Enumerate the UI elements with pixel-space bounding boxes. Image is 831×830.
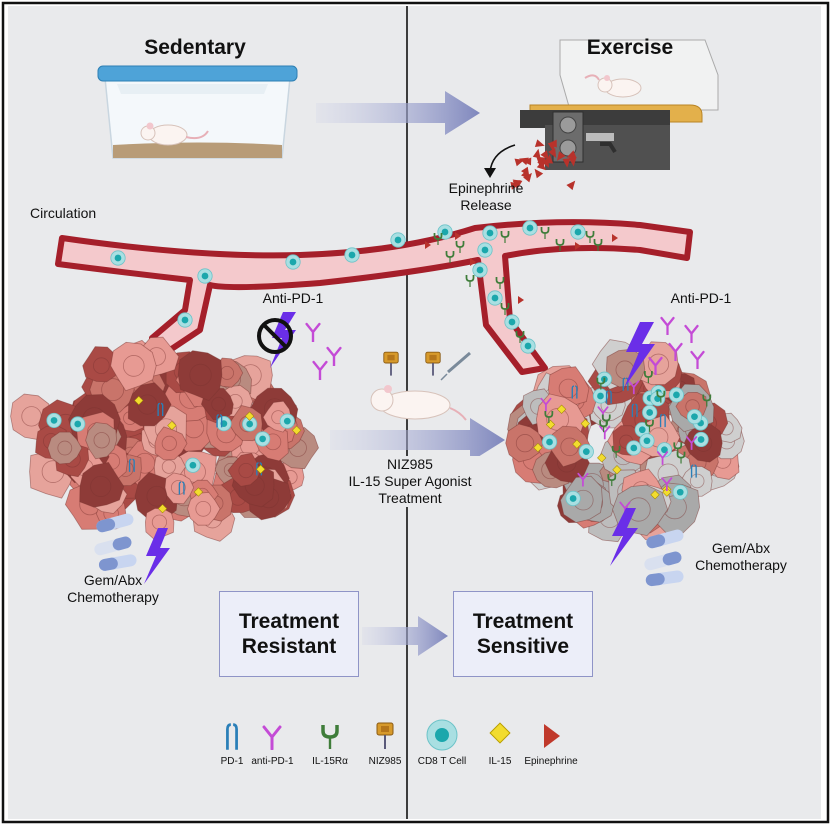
blood-vessel <box>55 219 693 375</box>
t-cell-icon <box>46 412 62 429</box>
treadmill-icon <box>520 39 719 170</box>
mouse-icon <box>140 122 209 146</box>
anti-pd1-label-right: Anti-PD-1 <box>670 290 732 306</box>
t-cell-icon <box>565 490 581 507</box>
treatment-sensitive-box: Treatment Sensitive <box>453 591 593 677</box>
treatment-resistant-label: Treatment Resistant <box>238 610 340 658</box>
chemo-pills-right-icon <box>610 508 684 587</box>
sedentary-title: Sedentary <box>144 36 246 59</box>
t-cell-icon <box>344 247 360 263</box>
legend-label-pd1: PD-1 <box>220 756 244 767</box>
t-cell-icon <box>197 268 213 284</box>
legend-label-il15: IL-15 <box>488 756 512 767</box>
chemo-label-left: Gem/Abx Chemotherapy <box>67 572 159 605</box>
t-cell-icon <box>693 431 709 448</box>
anti-pd1-label-left: Anti-PD-1 <box>262 290 324 306</box>
t-cell-icon <box>70 416 86 432</box>
t-cell-icon <box>487 290 503 306</box>
chemo-label-right: Gem/Abx Chemotherapy <box>695 540 787 573</box>
lightning-bolt-icon <box>624 322 655 388</box>
legend-label-il15ra: IL-15Rα <box>312 756 348 767</box>
treated-mouse-icon <box>370 351 471 421</box>
t-cell-icon <box>639 433 655 449</box>
lightning-bolt-icon <box>610 508 638 566</box>
sedentary-to-exercise-arrow <box>316 91 480 135</box>
chemo-pills-left-icon <box>94 513 170 584</box>
legend-label-cd8: CD8 T Cell <box>417 756 467 767</box>
t-cell-icon <box>437 224 453 240</box>
t-cell-icon <box>390 232 406 248</box>
t-cell-icon <box>626 440 642 456</box>
treatment-sensitive-label: Treatment Sensitive <box>472 610 574 658</box>
epinephrine-icon <box>544 724 560 748</box>
il15-icon <box>489 722 511 744</box>
legend-label-anti-pd1: anti-PD-1 <box>251 756 294 767</box>
t-cell-icon <box>472 262 488 278</box>
t-cell-icon <box>642 404 658 421</box>
t-cell-icon <box>541 434 558 450</box>
t-cell-icon <box>578 444 594 460</box>
t-cell-icon <box>686 409 703 425</box>
exercise-title: Exercise <box>586 36 674 59</box>
circulation-label: Circulation <box>30 205 97 221</box>
blocked-anti-pd1-icon <box>257 312 296 368</box>
running-mouse-icon <box>584 74 642 98</box>
legend-label-niz985: NIZ985 <box>368 756 402 767</box>
mouse-cage-icon <box>97 65 298 159</box>
t-cell-icon <box>216 416 232 432</box>
t-cell-icon <box>285 254 301 270</box>
t-cell-icon <box>177 312 193 328</box>
t-cell-icon <box>520 338 536 354</box>
cd8-t-cell-icon <box>426 719 458 751</box>
t-cell-icon <box>279 413 295 429</box>
t-cell-icon <box>522 220 538 236</box>
t-cell-icon <box>592 388 609 404</box>
treatment-arrow <box>330 418 505 462</box>
epinephrine-release-label: Epinephrine Release <box>448 180 524 213</box>
lightning-bolt-icon <box>144 528 170 584</box>
epinephrine-cloud <box>510 139 577 191</box>
t-cell-icon <box>255 431 271 447</box>
legend-label-epinephrine: Epinephrine <box>524 756 578 767</box>
t-cell-icon <box>477 242 493 258</box>
treatment-resistant-box: Treatment Resistant <box>219 591 359 677</box>
treatment-label: NIZ985 IL-15 Super Agonist Treatment <box>325 456 495 507</box>
t-cell-icon <box>504 314 520 330</box>
t-cell-icon <box>668 387 685 403</box>
t-cell-icon <box>110 250 126 266</box>
lightning-bolt-icon <box>270 312 296 368</box>
t-cell-icon <box>185 457 201 473</box>
vessel-t-cells <box>110 220 618 354</box>
outcome-arrow <box>362 616 448 656</box>
t-cell-icon <box>570 224 586 240</box>
t-cell-icon <box>672 484 688 500</box>
legend-icons <box>226 719 560 751</box>
t-cell-icon <box>482 225 498 241</box>
tumor-right <box>505 339 745 543</box>
tumor-left <box>10 336 319 542</box>
